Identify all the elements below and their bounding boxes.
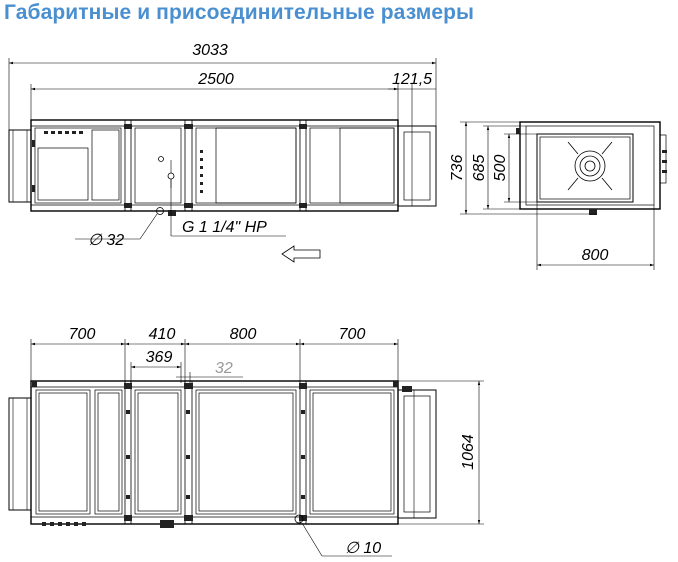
- top-left-flange: [8, 397, 32, 511]
- page-title: Габаритные и присоединительные размеры: [4, 1, 475, 24]
- dim-width-duct: 800: [582, 247, 609, 264]
- drain-outlet: [156, 207, 164, 215]
- dim-flange-offset: 121,5: [392, 71, 432, 88]
- dim-section-1: 700: [69, 326, 96, 343]
- dim-drain-diameter: ∅ 32: [88, 232, 124, 249]
- fan-ring: [574, 150, 606, 182]
- indicator-lights: [44, 131, 83, 134]
- connector-column: [200, 150, 203, 193]
- front-dimensions: [8, 58, 437, 130]
- bottom-terminals: [42, 520, 174, 528]
- label-pipe-thread: G 1 1/4" HP: [182, 219, 267, 236]
- dim-height-body: 685: [471, 155, 488, 182]
- side-dimensions: [460, 121, 655, 270]
- dim-body-length: 2500: [197, 71, 234, 88]
- airflow-arrow: [281, 245, 321, 263]
- side-view: [516, 121, 667, 215]
- dim-total-length: 3033: [192, 42, 228, 59]
- mounting-hole: [294, 514, 304, 524]
- dim-section-3: 800: [230, 326, 257, 343]
- dim-width-total: 1064: [460, 434, 477, 470]
- front-view: [8, 119, 437, 263]
- dim-369: 369: [146, 349, 173, 366]
- dim-height-total: 736: [449, 155, 466, 182]
- dim-section-4: 700: [339, 326, 366, 343]
- dim-hole-diameter: ∅ 10: [345, 540, 381, 557]
- top-dimensions: [30, 339, 484, 525]
- hinges: [32, 124, 307, 208]
- pipe-port: [158, 156, 164, 162]
- front-left-flange: [8, 129, 32, 203]
- dim-section-2: 410: [149, 326, 176, 343]
- dim-32: 32: [215, 360, 233, 377]
- top-body: [30, 380, 399, 525]
- dim-height-duct: 500: [492, 155, 509, 182]
- front-body: [30, 119, 399, 212]
- top-view: [8, 380, 437, 557]
